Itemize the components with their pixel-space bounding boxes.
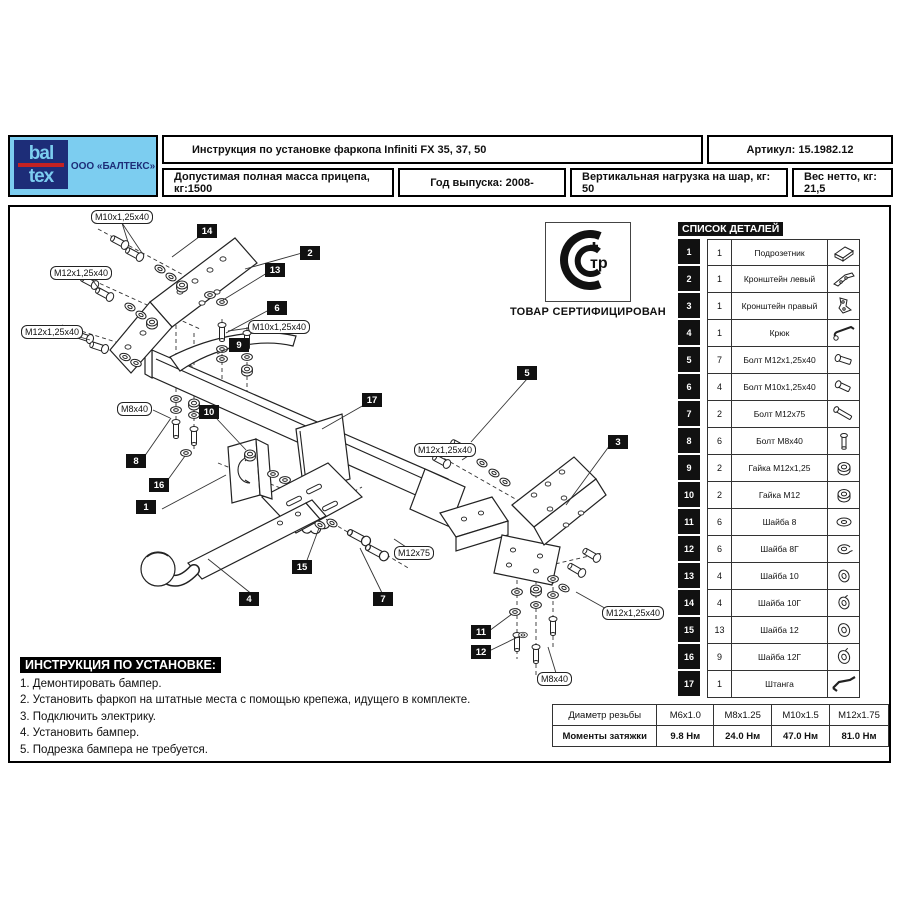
table-row: 15 13 Шайба 12 <box>678 617 860 644</box>
torque-value-row: Моменты затяжки 9.8 Нм 24.0 Нм 47.0 Нм 8… <box>551 725 889 747</box>
table-row: 5 7 Болт М12х1,25х40 <box>678 347 860 374</box>
callout-13: 13 <box>265 263 285 277</box>
svg-text:тр: тр <box>590 255 608 272</box>
table-row: 12 6 Шайба 8Г <box>678 536 860 563</box>
table-row: 14 4 Шайба 10Г <box>678 590 860 617</box>
spec-m12x125x40-h: M12x1,25x40 <box>602 606 665 620</box>
instruction-step: 2. Установить фаркоп на штатные места с … <box>20 694 471 707</box>
spring-washer-icon <box>828 536 860 563</box>
baltex-logo-icon: bal tex <box>14 140 68 189</box>
spec-m12x125x40-b: M12x1,25x40 <box>50 266 113 280</box>
hook-icon <box>828 320 860 347</box>
callout-8: 8 <box>126 454 146 468</box>
spec-m10x125x40-a: M10x1,25x40 <box>91 210 154 224</box>
callout-6: 6 <box>267 301 287 315</box>
net-weight: Вес нетто, кг: 21,5 <box>792 168 893 197</box>
diagram-area: 14 2 13 6 9 17 10 8 16 1 5 3 15 4 7 11 1… <box>8 205 891 763</box>
logo-word-bottom: tex <box>28 165 54 187</box>
bracket-left-icon <box>828 266 860 293</box>
callout-1: 1 <box>136 500 156 514</box>
instruction-step: 1. Демонтировать бампер. <box>20 677 162 690</box>
instruction-step: 3. Подключить электрику. <box>20 710 156 723</box>
washer-icon <box>828 563 860 590</box>
callout-2: 2 <box>300 246 320 260</box>
parts-table: 1 1 Подрозетник 2 1 Кронштейн левый 3 1 … <box>678 239 860 698</box>
callout-5: 5 <box>517 366 537 380</box>
long-bolt-icon <box>828 401 860 428</box>
logo-stripe <box>18 162 64 167</box>
spec-m10x125x40-d: M10x1,25x40 <box>248 320 311 334</box>
header: bal tex ООО «БАЛТЕКС» Инструкция по уста… <box>8 135 893 197</box>
spec-m12x125x40-f: M12x1,25x40 <box>414 443 477 457</box>
spec-m8x40-i: M8x40 <box>537 672 573 686</box>
table-row: 4 1 Крюк <box>678 320 860 347</box>
logo-word-top: bal <box>28 142 54 164</box>
bolt-icon <box>828 347 860 374</box>
nut-icon <box>828 455 860 482</box>
vertical-load: Вертикальная нагрузка на шар, кг: 50 <box>570 168 788 197</box>
header-cells: Инструкция по установке фаркопа Infiniti… <box>162 135 893 197</box>
callout-17: 17 <box>362 393 382 407</box>
table-row: 8 6 Болт М8х40 <box>678 428 860 455</box>
spring-washer-icon <box>828 590 860 617</box>
max-trailer-mass: Допустимая полная масса прицепа, кг:1500 <box>162 168 394 197</box>
table-row: 17 1 Штанга <box>678 671 860 698</box>
bolt-icon <box>828 374 860 401</box>
bracket-right-icon <box>828 293 860 320</box>
exploded-view-drawing <box>61 222 611 675</box>
article-number: Артикул: 15.1982.12 <box>707 135 893 164</box>
parts-list: СПИСОК ДЕТАЛЕЙ 1 1 Подрозетник 2 1 Кронш… <box>678 219 860 698</box>
torque-header-row: Диаметр резьбы М6х1.0 М8х1.25 М10х1.5 М1… <box>551 704 889 726</box>
callout-11: 11 <box>471 625 491 639</box>
instruction-step: 5. Подрезка бампера не требуется. <box>20 743 208 756</box>
instructions-title: ИНСТРУКЦИЯ ПО УСТАНОВКЕ: <box>20 657 221 673</box>
table-row: 13 4 Шайба 10 <box>678 563 860 590</box>
callout-16: 16 <box>149 478 169 492</box>
callout-4: 4 <box>239 592 259 606</box>
instruction-step: 4. Установить бампер. <box>20 727 140 740</box>
brand-logo: bal tex ООО «БАЛТЕКС» <box>8 135 158 197</box>
table-row: 3 1 Кронштейн правый <box>678 293 860 320</box>
beam-icon <box>828 671 860 698</box>
table-row: 11 6 Шайба 8 <box>678 509 860 536</box>
callout-12: 12 <box>471 645 491 659</box>
company-name: ООО «БАЛТЕКС» <box>70 160 156 172</box>
nut-icon <box>828 482 860 509</box>
socket-plate-icon <box>828 239 860 266</box>
certification-caption: ТОВАР СЕРТИФИЦИРОВАН <box>509 306 667 318</box>
spec-m12x125x40-c: M12x1,25x40 <box>21 325 84 339</box>
table-row: 10 2 Гайка М12 <box>678 482 860 509</box>
table-row: 16 9 Шайба 12Г <box>678 644 860 671</box>
production-year: Год выпуска: 2008- <box>398 168 566 197</box>
torque-table: Диаметр резьбы М6х1.0 М8х1.25 М10х1.5 М1… <box>551 704 889 747</box>
rostest-icon: тр <box>560 230 608 290</box>
spec-m12x75-g: M12x75 <box>394 546 435 560</box>
flat-washer-icon <box>828 509 860 536</box>
vertical-bolt-icon <box>828 428 860 455</box>
document-title: Инструкция по установке фаркопа Infiniti… <box>162 135 703 164</box>
spring-washer-icon <box>828 644 860 671</box>
washer-icon <box>828 617 860 644</box>
callout-14: 14 <box>197 224 217 238</box>
table-row: 2 1 Кронштейн левый <box>678 266 860 293</box>
parts-list-title: СПИСОК ДЕТАЛЕЙ <box>678 222 784 236</box>
callout-3: 3 <box>608 435 628 449</box>
callout-7: 7 <box>373 592 393 606</box>
installation-instructions: ИНСТРУКЦИЯ ПО УСТАНОВКЕ: 1. Демонтироват… <box>20 656 500 757</box>
table-row: 6 4 Болт М10х1,25х40 <box>678 374 860 401</box>
spec-m8x40-e: M8x40 <box>117 402 153 416</box>
table-row: 9 2 Гайка М12х1,25 <box>678 455 860 482</box>
table-row: 1 1 Подрозетник <box>678 239 860 266</box>
callout-15: 15 <box>292 560 312 574</box>
callout-9: 9 <box>229 338 249 352</box>
table-row: 7 2 Болт М12х75 <box>678 401 860 428</box>
certification-mark: тр <box>545 222 631 302</box>
callout-10: 10 <box>199 405 219 419</box>
